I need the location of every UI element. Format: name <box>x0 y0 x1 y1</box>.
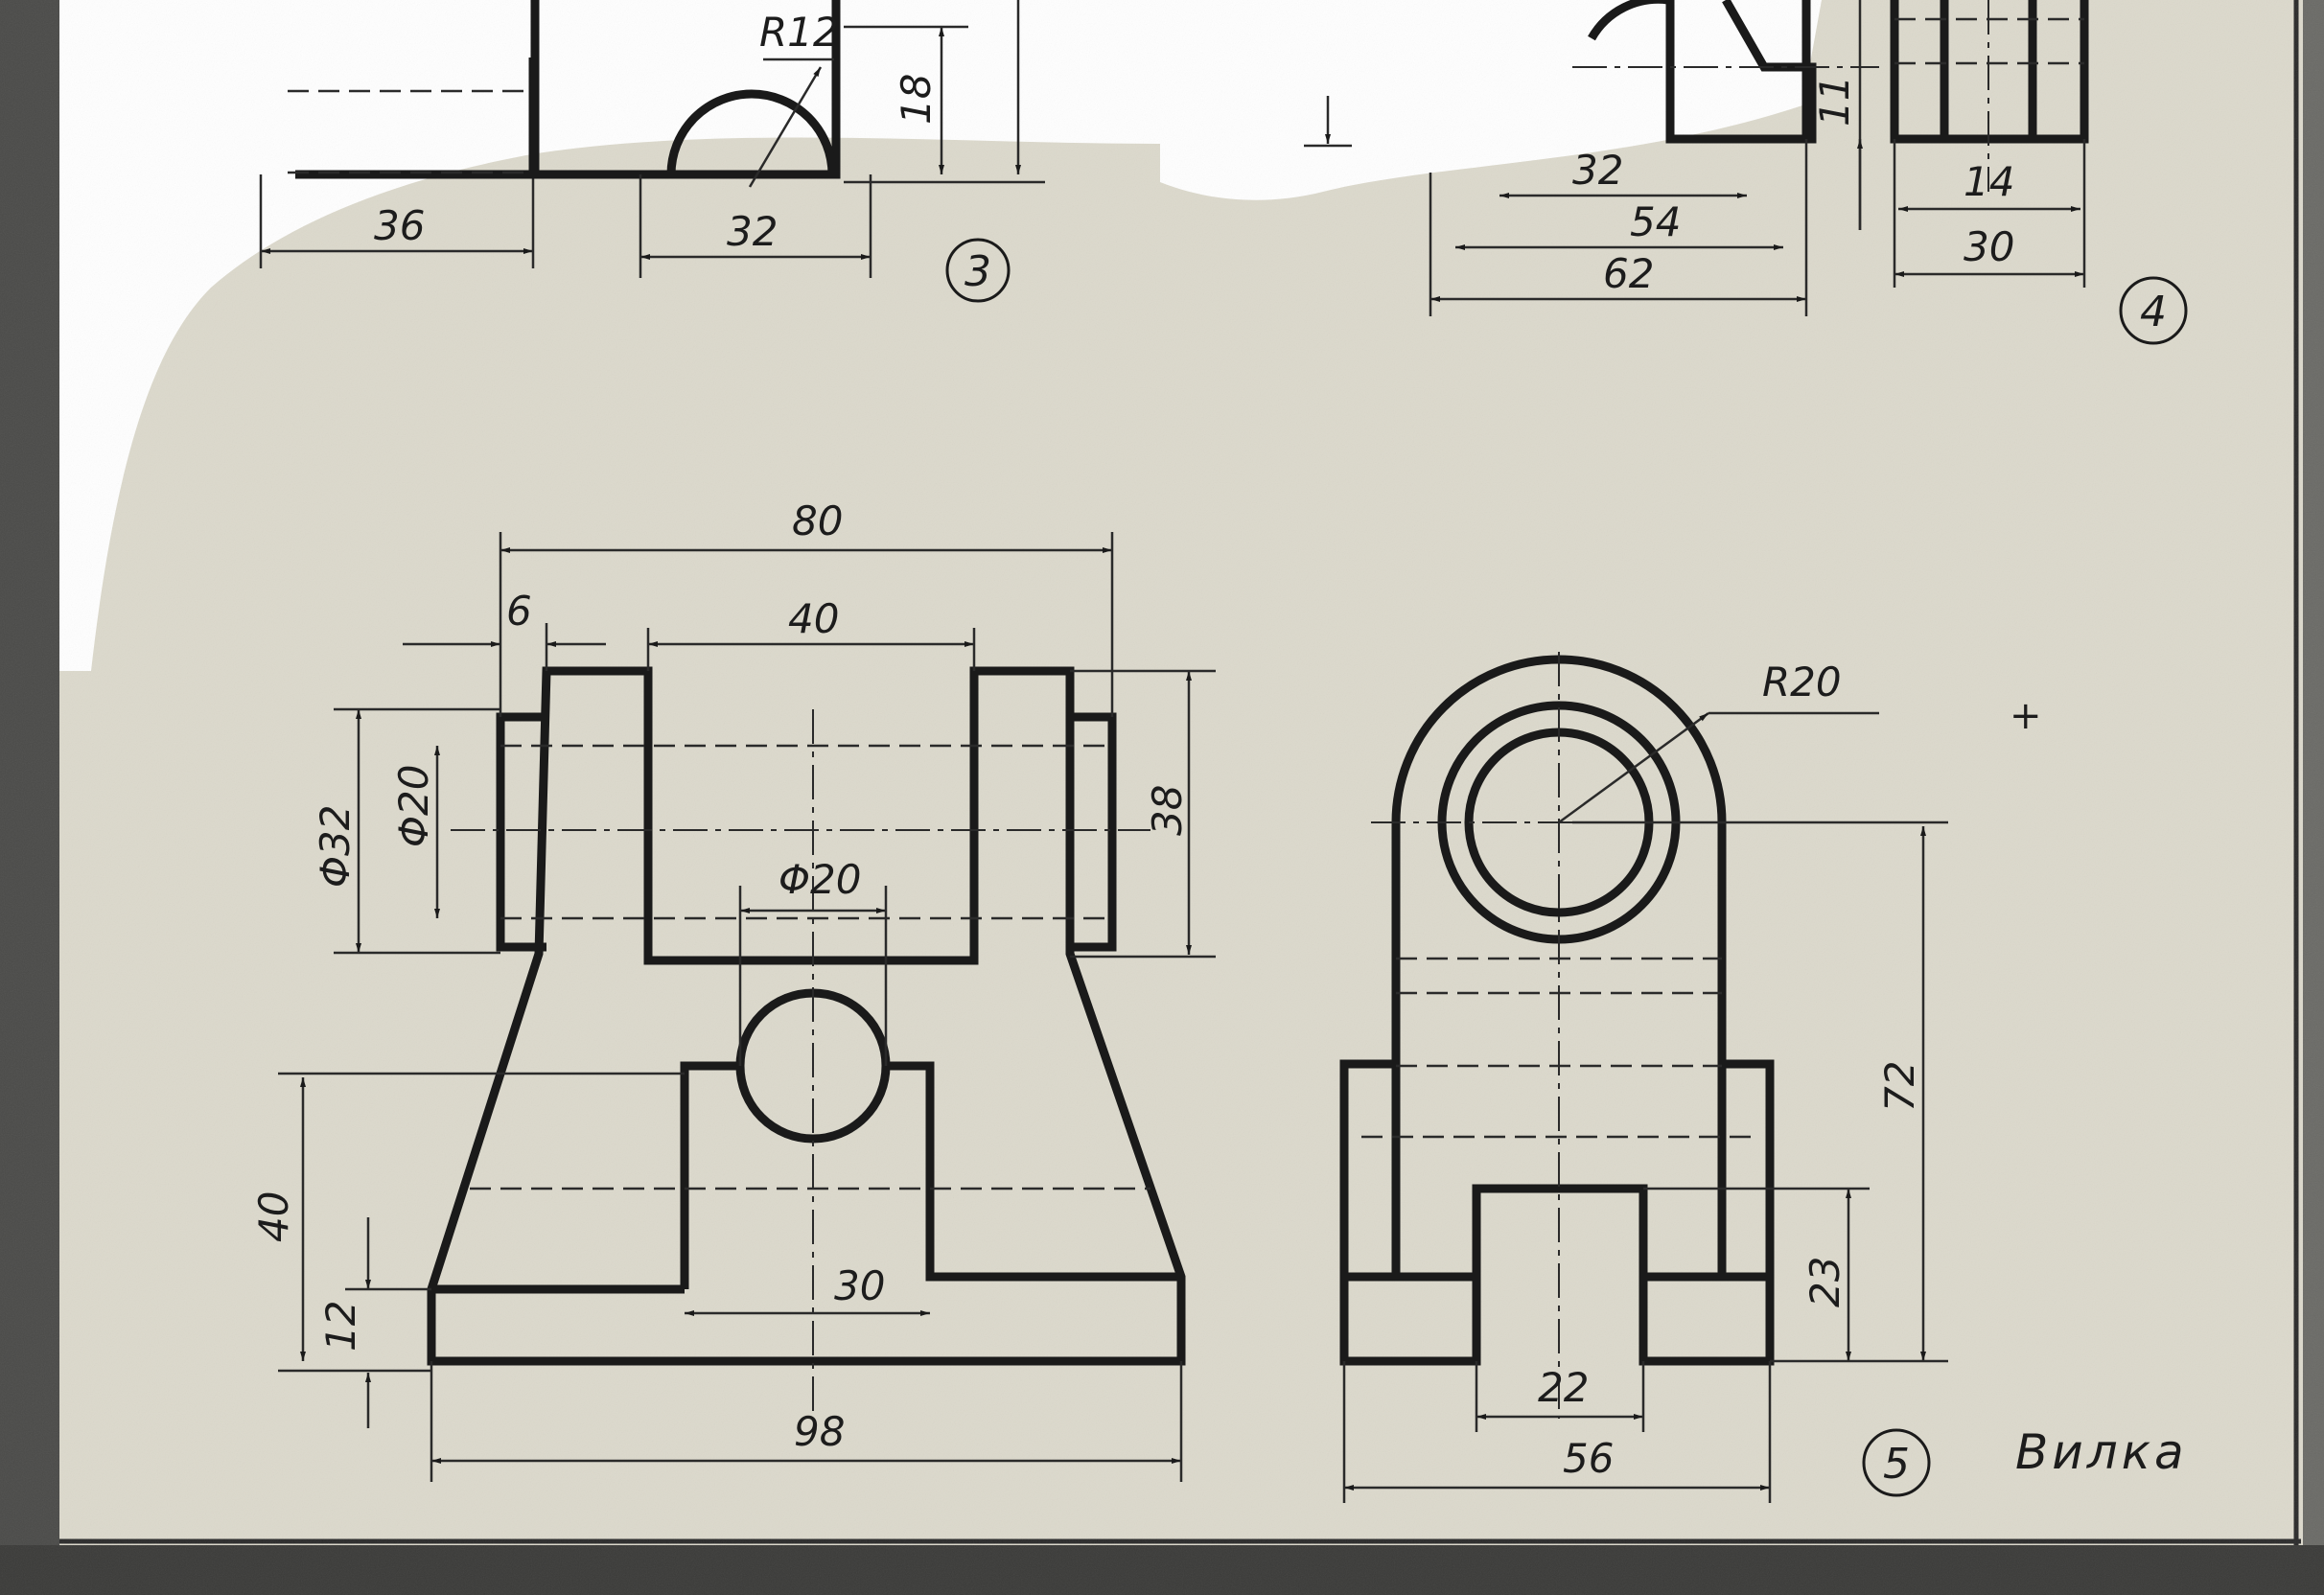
front-dim-80: 80 <box>792 497 843 544</box>
view3-arch <box>666 89 837 175</box>
front-dim-40-left: 40 <box>250 1191 297 1242</box>
view5-title: Вилка <box>2015 1424 2188 1480</box>
side-dim-r20: R20 <box>1762 659 1842 705</box>
crosshair-mark: + <box>2010 694 2042 738</box>
side-dim-22: 22 <box>1538 1364 1589 1411</box>
front-dim-12: 12 <box>317 1301 364 1352</box>
view4-number-circle <box>2119 276 2188 345</box>
front-dim-phi20-mid: Φ20 <box>779 856 862 903</box>
view4-dim-14: 14 <box>1964 158 2014 205</box>
view3-radius-leader <box>748 66 823 188</box>
front-dim-38: 38 <box>1144 785 1191 836</box>
view3-dim-36: 36 <box>374 202 425 249</box>
view4-arc <box>1588 0 1668 41</box>
view4-dim-54: 54 <box>1630 198 1681 245</box>
view4-number: 4 <box>2140 288 2167 336</box>
view3-dim-32: 32 <box>727 208 778 255</box>
front-dim-98: 98 <box>794 1408 845 1455</box>
side-dim-56: 56 <box>1563 1435 1614 1482</box>
view3-dim-r12: R12 <box>759 9 839 56</box>
front-dim-phi20-left: Φ20 <box>390 764 437 847</box>
view5-number: 5 <box>1883 1440 1910 1489</box>
view-5-front: 80 6 40 38 Φ32 Φ20 Φ20 40 <box>250 497 1216 1482</box>
front-dim-phi32: Φ32 <box>312 804 359 888</box>
side-dim-23: 23 <box>1801 1257 1848 1307</box>
side-r20-leader <box>1558 711 1709 824</box>
view4-dim-62: 62 <box>1603 250 1654 297</box>
front-right-boss <box>1070 712 1117 952</box>
side-base-outline <box>1339 1059 1775 1366</box>
view3-number: 3 <box>964 247 991 296</box>
view4-dim-32: 32 <box>1572 147 1623 194</box>
front-dim-6: 6 <box>506 588 532 635</box>
view3-left-bracket <box>295 58 538 179</box>
view-5-side: R20 72 23 22 56 5 Вилка + <box>1339 652 2188 1503</box>
view4-profile <box>1665 0 1817 144</box>
view-3: 36 32 R12 18 3 <box>259 0 1352 303</box>
view4-dim-30: 30 <box>1964 223 2014 270</box>
view4-dim-11: 11 <box>1811 76 1858 127</box>
view3-number-circle <box>945 238 1011 303</box>
front-center-block <box>680 1061 1181 1289</box>
front-left-boss <box>496 712 546 952</box>
view5-number-circle <box>1862 1428 1931 1497</box>
view3-dim-18: 18 <box>893 74 940 125</box>
view-4: 32 54 62 11 14 30 4 <box>1429 0 2188 345</box>
front-dim-30: 30 <box>834 1262 885 1309</box>
front-dim-40: 40 <box>788 595 839 642</box>
side-dim-72: 72 <box>1876 1061 1923 1112</box>
